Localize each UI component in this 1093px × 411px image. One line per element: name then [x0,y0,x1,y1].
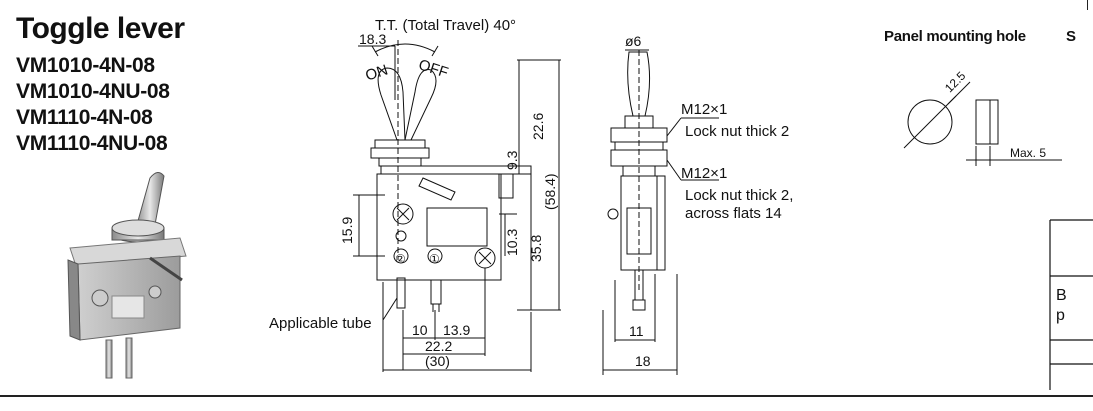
panel-mounting-hole-title: Panel mounting hole [884,28,1026,45]
dim-12-5: 12.5 [942,69,969,96]
dim-58-4: (58.4) [542,173,558,210]
dim-15-9: 15.9 [339,217,355,244]
dim-35-8: 35.8 [528,235,544,262]
max-5-label: Max. 5 [1010,146,1046,160]
top-right-tick [1087,0,1088,10]
dim-10: 10 [412,322,428,338]
model-number-4: VM1110-4NU-08 [16,132,168,155]
dim-30: (30) [425,353,450,369]
table-row-p: p [1056,307,1065,324]
thread-label-2: M12×1 [681,165,727,182]
total-travel-label: T.T. (Total Travel) 40° [375,17,516,34]
port-1-label: ① [429,252,440,266]
dim-phi6: ø6 [625,33,642,49]
port-2-label: ② [395,252,406,266]
dim-22-6: 22.6 [530,113,546,140]
model-number-3: VM1110-4N-08 [16,106,153,129]
bottom-rule [0,395,1093,397]
locknut-label-2a: Lock nut thick 2, [685,187,793,204]
locknut-label-2b: across flats 14 [685,205,782,222]
table-fragment: B p [1049,219,1093,390]
dim-9-3: 9.3 [504,150,520,170]
front-view-drawing: T.T. (Total Travel) 40° 18.3 ON OFF 22.6… [269,17,561,372]
label-off: OFF [416,56,450,81]
dim-11: 11 [629,323,644,339]
product-title: Toggle lever [16,12,185,45]
model-number-1: VM1010-4N-08 [16,54,155,77]
locknut-label-1: Lock nut thick 2 [685,123,789,140]
cut-letter: S [1066,28,1077,45]
dim-13-9: 13.9 [443,322,470,338]
model-number-2: VM1010-4NU-08 [16,80,170,103]
dim-10-3: 10.3 [504,229,520,256]
panel-hole-drawing: 12.5 Max. 5 [903,69,1062,166]
product-photo [67,172,187,379]
thread-label-1: M12×1 [681,101,727,118]
dim-18: 18 [635,353,651,369]
table-row-b: B [1056,287,1067,304]
applicable-tube-label: Applicable tube [269,315,372,332]
dim-22-2: 22.2 [425,338,452,354]
dim-18-3: 18.3 [359,31,386,47]
side-view-drawing: ø6 M12×1 Lock nut thick 2 M12×1 Lock nut… [602,33,793,375]
label-on: ON [363,61,390,84]
